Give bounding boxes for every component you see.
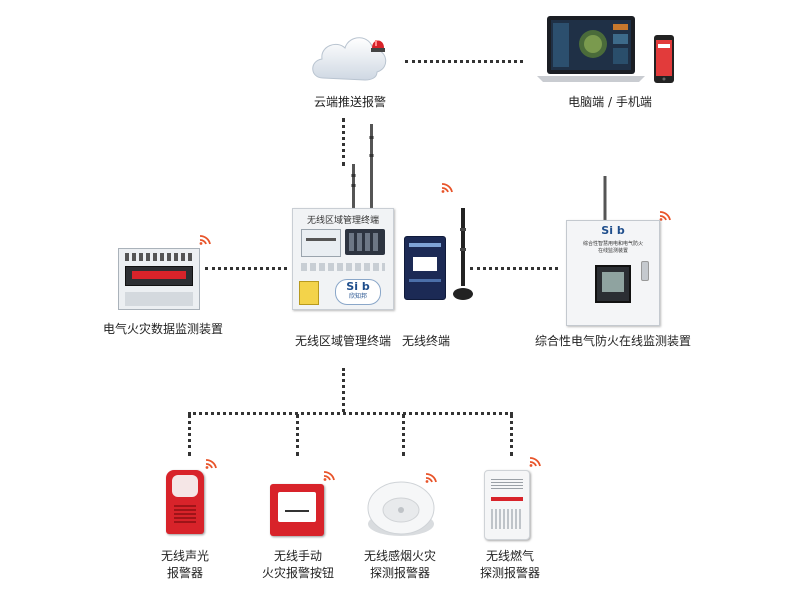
din-rail-device: [118, 248, 200, 310]
pc-mobile-label: 电脑端 / 手机端: [568, 95, 652, 109]
wifi-signal-icon: [199, 235, 211, 245]
zone-terminal-label: 无线区域管理终端: [294, 334, 391, 348]
pc-mobile-node: [535, 14, 685, 84]
antenna-icon: [453, 208, 473, 300]
smoke-detector-label-1: 无线感烟火灾: [363, 549, 436, 563]
cabinet-handle: [641, 261, 649, 281]
cloud-label: 云端推送报警: [313, 95, 386, 109]
manual-button-body: [270, 484, 324, 536]
integrated-monitor-label: 综合性电气防火在线监测装置: [534, 334, 691, 348]
zone-terminal-panel: 无线区域管理终端 Si b 欣知邦: [292, 208, 394, 310]
manual-button-label-2: 火灾报警按钮: [261, 566, 334, 580]
wifi-signal-icon: [529, 457, 541, 467]
smoke-detector-node: [362, 466, 452, 542]
zone-terminal-node: 无线区域管理终端 Si b 欣知邦: [292, 124, 394, 310]
link-cloud-pc: [405, 60, 523, 63]
monitor-panel-text-2: 在线监测装置: [597, 248, 628, 254]
lcd-screen: [301, 229, 341, 257]
meter-display: [595, 265, 631, 303]
gas-detector-label-1: 无线燃气: [485, 549, 534, 563]
link-data-device-terminal: [205, 267, 287, 270]
laptop-icon: [537, 16, 645, 82]
cloud-node: [305, 28, 395, 88]
integrated-monitor-node: Si b 综合性智慧用电和电气防火 在线监测装置: [560, 176, 680, 326]
drop-2: [296, 414, 299, 456]
zone-terminal-title: 无线区域管理终端: [306, 216, 379, 226]
monitor-brand-logo: Si b: [601, 224, 625, 237]
sound-light-alarm-label-2: 报警器: [166, 566, 203, 580]
antenna-icon: [603, 176, 607, 220]
antenna-icon: [351, 124, 374, 208]
phone-icon: [654, 35, 674, 83]
electric-fire-data-node: [112, 228, 222, 312]
link-terminal-bus: [342, 368, 345, 412]
gas-detector-label-2: 探测报警器: [479, 566, 540, 580]
drop-4: [510, 414, 513, 456]
monitor-panel-text-1: 综合性智慧用电和电气防火: [582, 241, 643, 247]
wifi-signal-icon: [425, 473, 437, 483]
link-terminal-monitor: [470, 267, 558, 270]
wifi-signal-icon: [441, 183, 453, 193]
monitor-cabinet: Si b 综合性智慧用电和电气防火 在线监测装置: [566, 220, 660, 326]
keypad: [345, 229, 385, 255]
manual-button-node: [266, 464, 346, 540]
brand-logo-text: Si b: [346, 280, 370, 293]
siren-icon: [371, 40, 385, 52]
sound-light-alarm-label-1: 无线声光: [160, 549, 209, 563]
electric-fire-data-label: 电气火灾数据监测装置: [102, 322, 223, 336]
warning-sticker: [299, 281, 319, 305]
drop-3: [402, 414, 405, 456]
wifi-signal-icon: [323, 471, 335, 481]
cloud-icon: [312, 37, 387, 81]
smoke-detector-label-2: 探测报警器: [369, 566, 430, 580]
brand-logo-sub: 欣知邦: [348, 293, 367, 300]
link-cloud-terminal: [342, 118, 345, 166]
wireless-terminal-node: [396, 178, 486, 308]
gas-detector-body: [484, 470, 530, 540]
manual-button-label-1: 无线手动: [273, 549, 322, 563]
gas-detector-node: [478, 450, 558, 542]
router-body: [404, 236, 446, 300]
wifi-signal-icon: [205, 459, 217, 469]
bus-line: [188, 412, 513, 415]
wireless-terminal-label: 无线终端: [401, 334, 450, 348]
sound-light-alarm-node: [160, 452, 230, 538]
drop-1: [188, 414, 191, 456]
led-row: [301, 263, 385, 271]
wifi-signal-icon: [659, 211, 671, 221]
smoke-detector-body: [367, 481, 435, 536]
alarm-body: [166, 470, 204, 534]
brand-logo: Si b 欣知邦: [335, 279, 381, 305]
